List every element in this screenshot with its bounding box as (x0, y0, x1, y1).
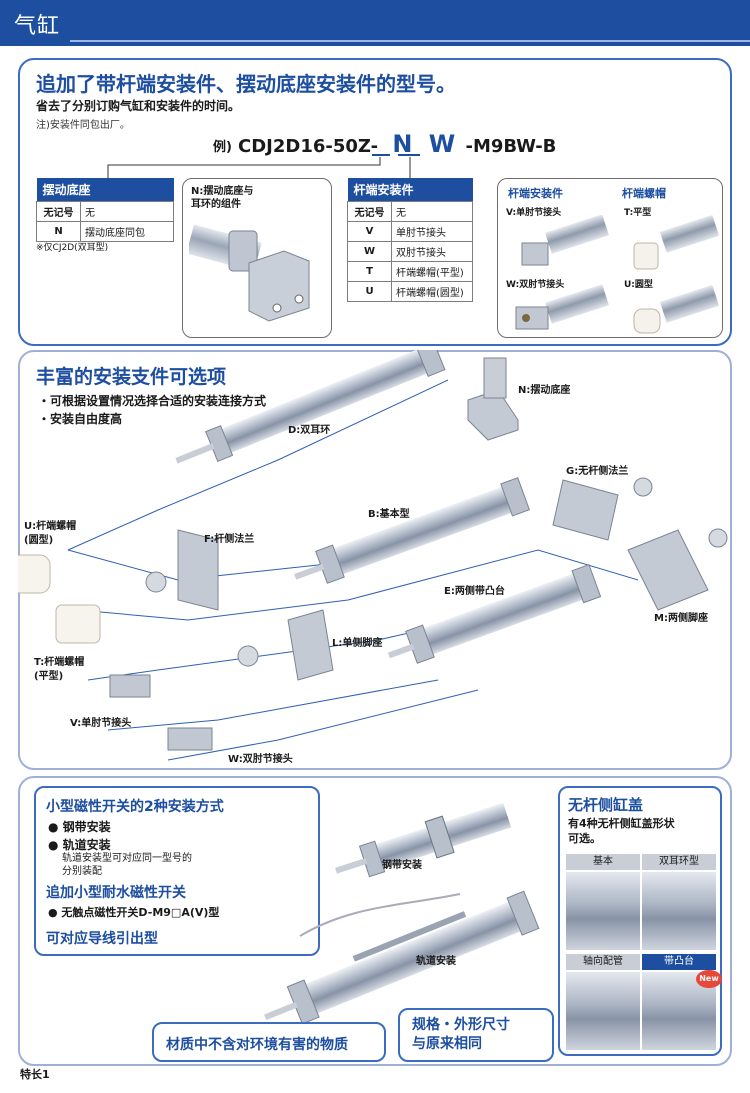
model-code: CDJ2D16-50Z- N W -M9BW-B (238, 130, 556, 158)
environment-callout: 材质中不含对环境有害的物质 (152, 1022, 386, 1062)
label-v-single-knuckle: V:单肘节接头 (70, 718, 132, 729)
pivot-assembly-illustration (189, 224, 310, 322)
model-option-w: W (428, 130, 456, 158)
rod-row-desc: 杆端螺帽(圆型) (391, 281, 473, 302)
head-cover-desc: 有4种无杆侧缸盖形状 可选。 (568, 817, 675, 845)
rod-row-desc: 杆端螺帽(平型) (391, 261, 473, 282)
bullet-band-mount: ● 钢带安装 (48, 820, 111, 834)
spec-text: 规格・外形尺寸 与原来相同 (412, 1017, 510, 1052)
rod-row-code: U (347, 281, 392, 302)
section1-title: 追加了带杆端安装件、摆动底座安装件的型号。 (36, 72, 456, 96)
head-cover-title: 无杆侧缸盖 (568, 796, 644, 814)
label-d-clevis: D:双耳环 (288, 425, 331, 436)
rod-card-col2-title: 杆端螺帽 (622, 187, 666, 200)
page-number: 特长1 (20, 1068, 50, 1081)
rod-row-code: 无记号 (347, 201, 392, 222)
environment-text: 材质中不含对环境有害的物质 (166, 1037, 348, 1053)
callout-title-mounting: 小型磁性开关的2种安装方式 (46, 799, 224, 815)
new-badge: New (696, 970, 722, 988)
bullet-solid-state: ● 无触点磁性开关D-M9□A(V)型 (48, 906, 220, 919)
label-l-single-foot: L:单侧脚座 (332, 638, 383, 649)
pivot-row-code: 无记号 (36, 201, 81, 222)
callout-title-lead: 可对应导线引出型 (46, 931, 158, 947)
pivot-card-label: N:摆动底座与 耳环的组件 (191, 186, 254, 210)
label-g-head-flange: G:无杆侧法兰 (566, 466, 629, 477)
section2-title: 丰富的安装支件可选项 (36, 366, 227, 388)
pivot-row-desc: 无 (80, 201, 174, 222)
pivot-footnote: ※仅CJ2D(双耳型) (36, 243, 109, 253)
rod-card-w-label: W:双肘节接头 (506, 280, 565, 290)
page-title: 气缸 (14, 14, 61, 39)
rod-card-col1-title: 杆端安装件 (508, 187, 563, 200)
rod-card-u-label: U:圆型 (624, 280, 653, 290)
switch-cylinder-illustrations (264, 802, 540, 1025)
spec-callout: 规格・外形尺寸 与原来相同 (398, 1008, 554, 1062)
rod-end-illustrations (515, 215, 720, 334)
label-n-pivot: N:摆动底座 (518, 385, 571, 396)
section1-note: 注)安装件同包出厂。 (36, 120, 130, 131)
rail-mount-desc: 轨道安装型可对应同一型号的 分别装配 (62, 853, 192, 877)
pivot-table-header: 摆动底座 (36, 178, 174, 202)
mounting-diagram (18, 350, 728, 761)
rod-card-v-label: V:单肘节接头 (506, 208, 562, 218)
rod-end-card: 杆端安装件 杆端螺帽 V:单肘节接头 T:平型 W:双肘节接头 U:圆型 (497, 178, 723, 338)
label-t-flat-nut: T:杆端螺帽 (平型) (34, 657, 85, 682)
cover-basic-image (566, 872, 640, 950)
rod-row-code: V (347, 221, 392, 242)
pivot-bracket-table: 摆动底座 无记号 无 N 摆动底座同包 (36, 178, 174, 242)
rod-table-header: 杆端安装件 (347, 178, 473, 202)
section1-subtitle: 省去了分别订购气缸和安装件的时间。 (36, 99, 241, 113)
section2-bullet: ・安装自由度高 (38, 412, 123, 426)
bullet-rail-mount: ● 轨道安装 (48, 838, 111, 852)
section2-bullet: ・可根据设置情况选择合适的安装连接方式 (38, 394, 267, 408)
rail-mount-label: 轨道安装 (416, 956, 456, 967)
rod-row-code: W (347, 241, 392, 262)
label-b-basic: B:基本型 (368, 509, 410, 520)
header-band (0, 0, 750, 46)
label-m-double-foot: M:两侧脚座 (654, 613, 708, 624)
rod-row-desc: 双肘节接头 (391, 241, 473, 262)
label-f-rod-flange: F:杆侧法兰 (204, 534, 255, 545)
cover-clevis-image (642, 872, 716, 950)
rod-row-code: T (347, 261, 392, 282)
cover-cell-label: 轴向配管 (566, 954, 640, 970)
pivot-bracket-card: N:摆动底座与 耳环的组件 (182, 178, 332, 338)
rod-card-t-label: T:平型 (624, 208, 652, 218)
model-base: CDJ2D16-50Z- (238, 136, 379, 157)
section-mounting-options (18, 350, 732, 770)
cover-axial-image (566, 972, 640, 1050)
header-rule (70, 40, 750, 42)
cover-cell-label: 双耳环型 (642, 854, 716, 870)
rod-row-desc: 无 (391, 201, 473, 222)
callout-title-waterproof: 追加小型耐水磁性开关 (46, 885, 186, 901)
band-mount-label: 钢带安装 (382, 860, 422, 871)
cover-cell-label: 基本 (566, 854, 640, 870)
switch-mounting-callout: 小型磁性开关的2种安装方式 ● 钢带安装 ● 轨道安装 轨道安装型可对应同一型号… (34, 786, 320, 956)
model-suffix: -M9BW-B (465, 136, 557, 157)
label-u-round-nut: U:杆端螺帽 (圆型) (24, 521, 77, 546)
model-option-n: N (392, 130, 413, 158)
pivot-row-code: N (36, 221, 81, 242)
head-cover-callout: 无杆侧缸盖 有4种无杆侧缸盖形状 可选。 基本 双耳环型 轴向配管 带凸台 Ne… (558, 786, 722, 1056)
pivot-row-desc: 摆动底座同包 (80, 221, 174, 242)
rod-row-desc: 单肘节接头 (391, 221, 473, 242)
label-w-double-knuckle: W:双肘节接头 (228, 754, 293, 765)
model-prefix: 例) (213, 140, 232, 155)
cover-cell-label: 带凸台 (642, 954, 716, 970)
label-e-trunnion: E:两侧带凸台 (444, 586, 505, 597)
model-connectors (107, 154, 420, 178)
